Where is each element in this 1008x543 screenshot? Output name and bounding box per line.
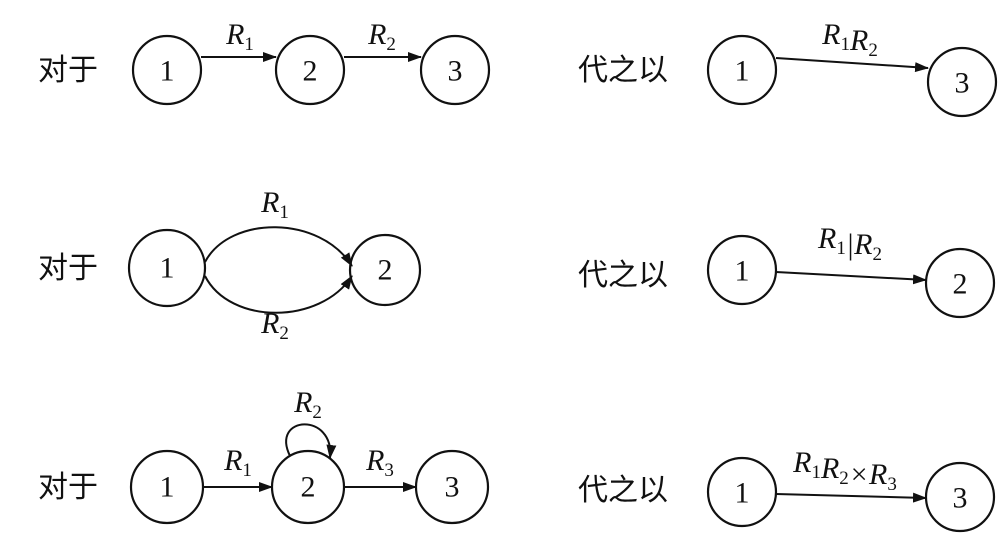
state-node: 2: [924, 247, 996, 319]
edge-label: R1R2×R3: [792, 446, 897, 495]
label-subscript: 3: [887, 474, 897, 495]
label-subscript: 2: [839, 468, 849, 489]
row-1-replacement: 代之以 1 3 R1R2: [578, 18, 998, 118]
state-node: 1: [706, 234, 778, 306]
edge-label: R2: [260, 307, 289, 344]
svg-text:3: 3: [953, 482, 968, 515]
label-subscript: 3: [384, 460, 394, 481]
label-symbol: R: [792, 446, 811, 479]
edge-arrow: [775, 492, 927, 503]
label-subscript: 2: [386, 34, 396, 55]
prefix-replace-with: 代之以: [578, 53, 668, 88]
label-symbol: R: [365, 444, 384, 477]
label-subscript: 2: [312, 402, 322, 423]
label-symbol: |R: [846, 228, 873, 261]
label-symbol: R: [821, 18, 840, 51]
label-subscript: 2: [872, 244, 882, 265]
label-subscript: 1: [811, 462, 821, 483]
label-subscript: 2: [279, 323, 289, 344]
label-symbol: R: [260, 307, 279, 340]
state-node: 1: [129, 449, 205, 525]
edge-label: R1: [225, 18, 254, 55]
state-node: 3: [419, 34, 491, 106]
label-symbol: R: [820, 452, 839, 485]
row-3-original: 对于 1 2 3 R1 R2 R3: [38, 386, 490, 525]
state-node: 3: [414, 449, 490, 525]
state-node: 1: [706, 34, 778, 106]
state-node: 1: [706, 456, 778, 528]
row-2-original: 对于 1 2 R1 R2: [38, 186, 422, 344]
label-symbol: R: [817, 222, 836, 255]
svg-text:3: 3: [955, 67, 970, 100]
label-symbol: R: [367, 18, 386, 51]
prefix-for: 对于: [38, 251, 98, 286]
edge-arrow: [204, 226, 353, 267]
edge-label: R1|R2: [817, 222, 882, 265]
svg-text:2: 2: [378, 254, 393, 287]
self-loop-arrow: [285, 423, 337, 459]
prefix-for: 对于: [38, 470, 98, 505]
prefix-for: 对于: [38, 53, 98, 88]
state-node: 2: [270, 449, 346, 525]
label-subscript: 1: [841, 34, 851, 55]
svg-text:3: 3: [445, 471, 460, 504]
state-node: 1: [131, 34, 203, 106]
svg-text:1: 1: [735, 55, 750, 88]
svg-text:1: 1: [160, 471, 175, 504]
edge-label: R2: [367, 18, 396, 55]
state-node: 2: [274, 34, 346, 106]
svg-text:2: 2: [953, 268, 968, 301]
label-symbol: R: [223, 444, 242, 477]
svg-text:1: 1: [160, 55, 175, 88]
svg-text:1: 1: [735, 255, 750, 288]
edge-label: R1R2: [821, 18, 878, 61]
svg-text:3: 3: [448, 55, 463, 88]
svg-text:1: 1: [735, 477, 750, 510]
svg-text:2: 2: [301, 471, 316, 504]
label-symbol: R: [225, 18, 244, 51]
svg-text:2: 2: [303, 55, 318, 88]
label-subscript: 1: [836, 238, 846, 259]
label-symbol: R: [260, 186, 279, 219]
label-symbol: R: [849, 24, 868, 57]
edge-arrow: [775, 57, 929, 73]
row-3-replacement: 代之以 1 3 R1R2×R3: [578, 446, 996, 533]
row-1-original: 对于 1 2 3 R1 R2: [38, 18, 491, 106]
edge-label: R1: [223, 444, 252, 481]
label-subscript: 2: [868, 40, 878, 61]
label-subscript: 1: [279, 202, 289, 223]
label-subscript: 1: [242, 460, 252, 481]
edge-label: R1: [260, 186, 289, 223]
prefix-replace-with: 代之以: [578, 258, 668, 293]
edge-label: R2: [293, 386, 322, 423]
state-node: 1: [127, 228, 207, 308]
edge-label: R3: [365, 444, 394, 481]
edge-arrow: [775, 271, 927, 285]
label-subscript: 1: [244, 34, 254, 55]
prefix-replace-with: 代之以: [578, 473, 668, 508]
edge-arrow: [204, 275, 353, 314]
state-node: 3: [924, 461, 996, 533]
label-symbol: R: [293, 386, 312, 419]
row-2-replacement: 代之以 1 2 R1|R2: [578, 222, 996, 319]
label-symbol: ×R: [849, 458, 888, 491]
svg-text:1: 1: [160, 252, 175, 285]
state-node: 3: [926, 46, 998, 118]
state-node: 2: [348, 233, 422, 307]
